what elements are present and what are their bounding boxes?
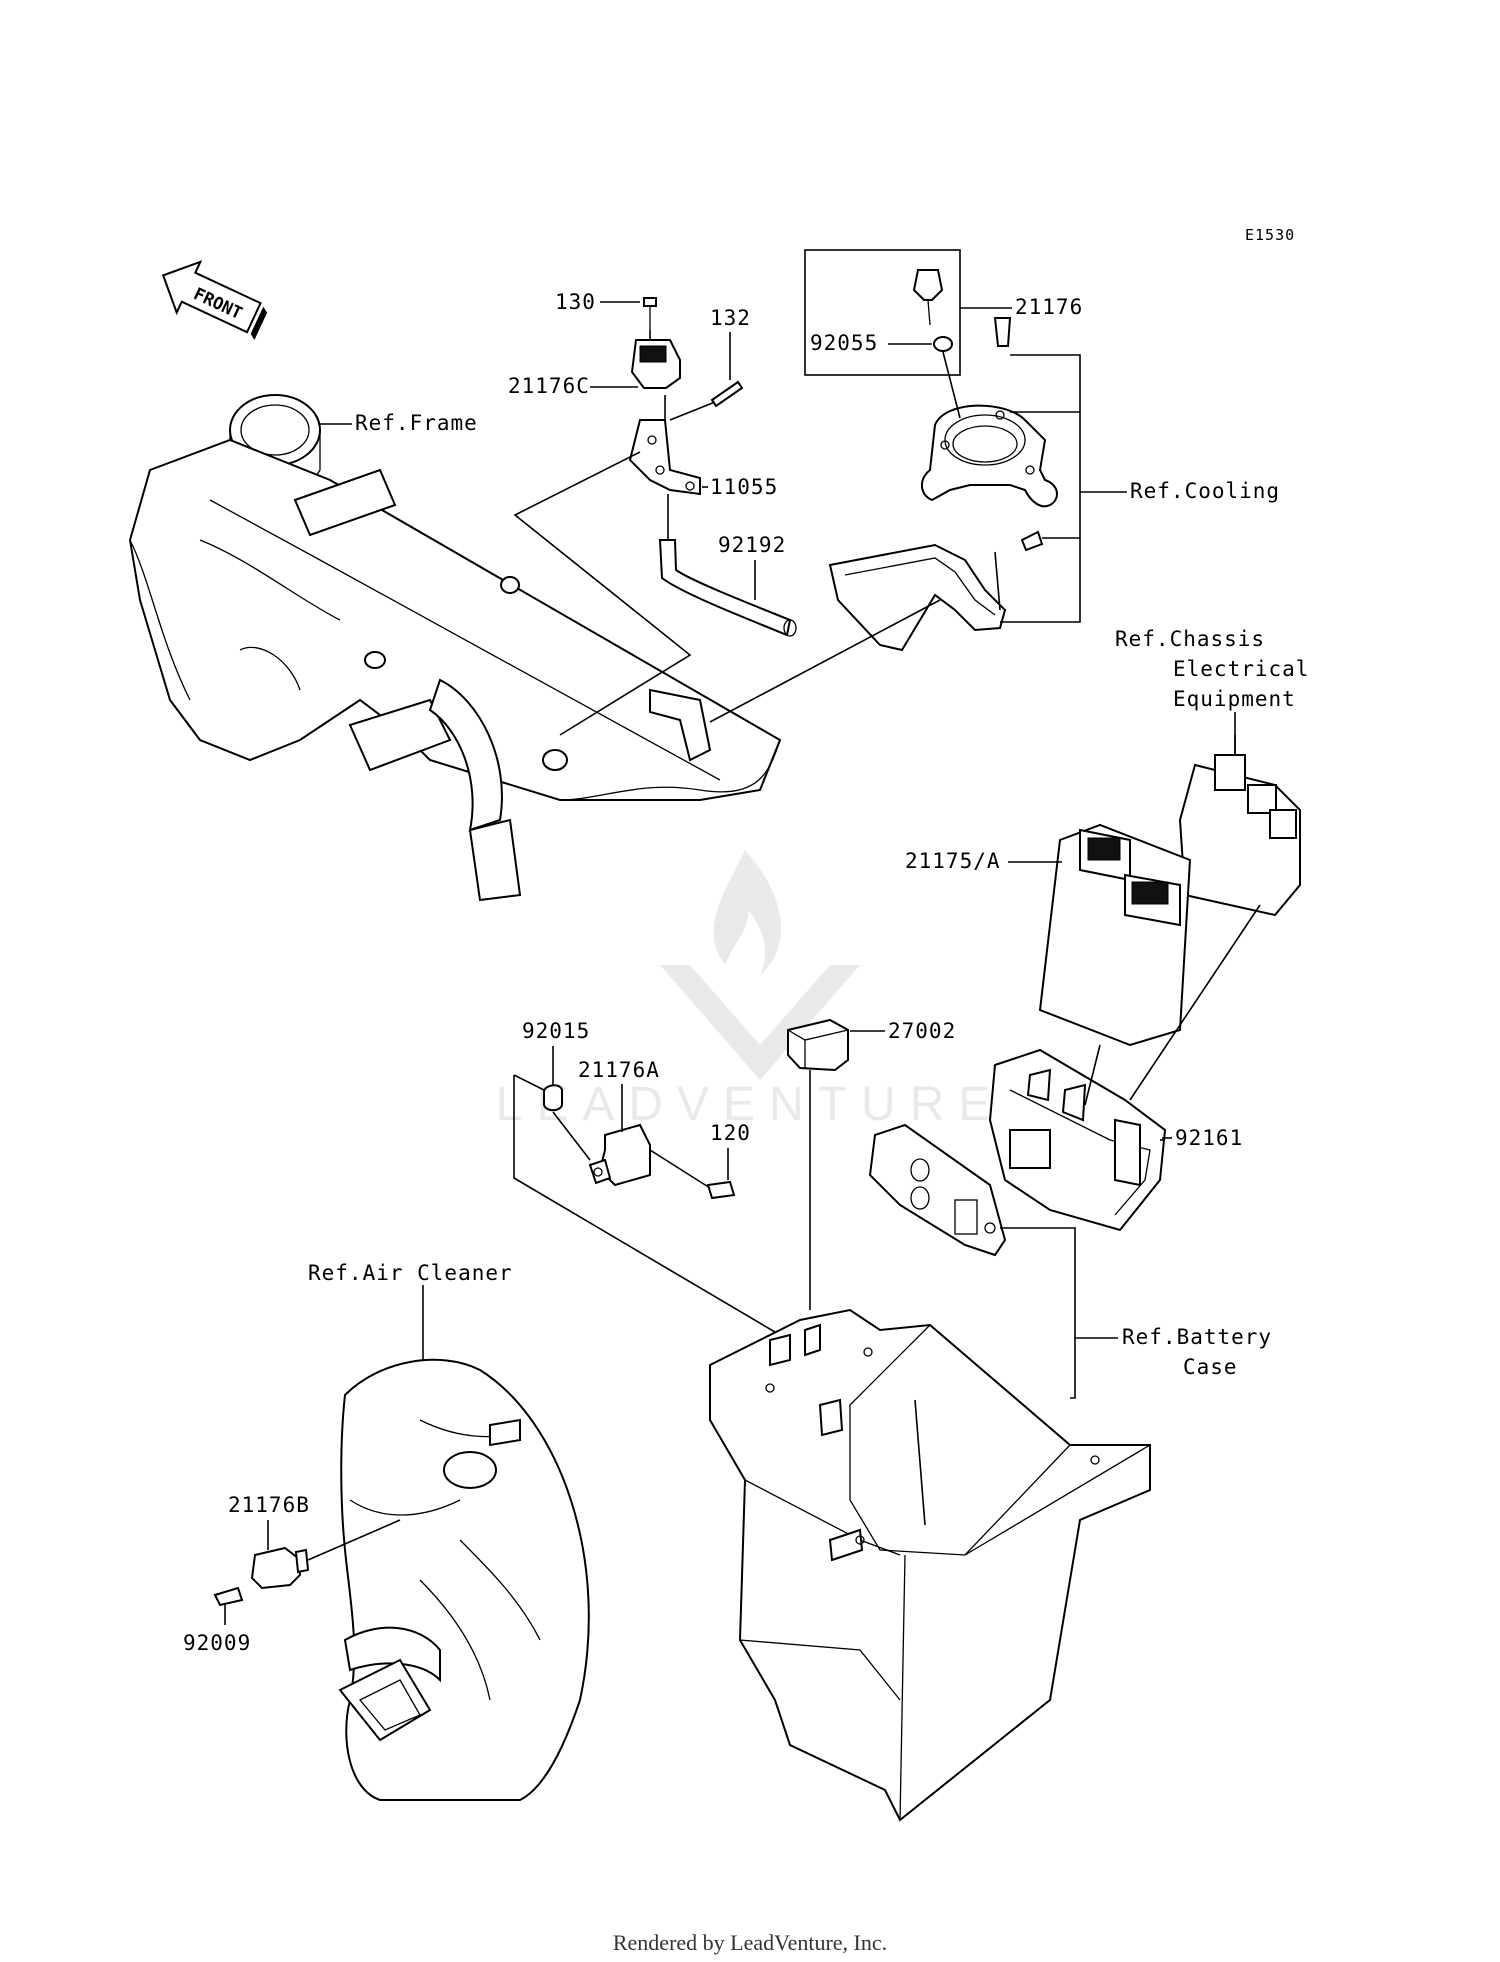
battery-case bbox=[709, 1123, 1151, 1822]
ecu-group bbox=[988, 735, 1301, 1232]
intake-temp-sensor bbox=[213, 1519, 401, 1625]
ref-label-cooling: Ref.Cooling bbox=[1130, 479, 1280, 503]
footer-text: Rendered by LeadVenture, Inc. bbox=[613, 1930, 887, 1955]
part-label-21175a: 21175/A bbox=[905, 849, 1001, 873]
part-label-11055: 11055 bbox=[710, 475, 778, 499]
ref-label-battery-line2: Case bbox=[1183, 1355, 1238, 1379]
part-label-92015: 92015 bbox=[522, 1019, 590, 1043]
ref-label-chassis-line3: Equipment bbox=[1173, 687, 1296, 711]
watermark-logo: LEADVENTURE bbox=[496, 850, 1005, 1131]
part-label-92055: 92055 bbox=[810, 331, 878, 355]
ref-label-chassis-line2: Electrical bbox=[1173, 657, 1309, 681]
cooling-group bbox=[709, 249, 1081, 723]
sensor-bracket-group bbox=[513, 297, 797, 736]
ref-label-air-cleaner: Ref.Air Cleaner bbox=[308, 1261, 513, 1285]
air-cleaner bbox=[338, 1285, 590, 1801]
ref-label-frame: Ref.Frame bbox=[355, 411, 478, 435]
ref-label-battery-line1: Ref.Battery bbox=[1122, 1325, 1272, 1349]
watermark-text: LEADVENTURE bbox=[496, 1078, 1005, 1131]
tip-sensor-group bbox=[513, 1074, 781, 1336]
part-label-21176c: 21176C bbox=[508, 374, 590, 398]
frame-drawing bbox=[128, 394, 782, 902]
relay-part bbox=[787, 1018, 849, 1310]
part-label-21176a: 21176A bbox=[578, 1058, 660, 1082]
part-label-130: 130 bbox=[555, 290, 596, 314]
part-label-27002: 27002 bbox=[888, 1019, 956, 1043]
part-label-132: 132 bbox=[710, 306, 751, 330]
part-label-92161: 92161 bbox=[1175, 1126, 1243, 1150]
diagram-code: E1530 bbox=[1245, 226, 1295, 244]
front-arrow-icon: FRONT bbox=[161, 260, 268, 340]
part-label-92009: 92009 bbox=[183, 1631, 251, 1655]
part-label-120: 120 bbox=[710, 1121, 751, 1145]
part-label-21176b: 21176B bbox=[228, 1493, 310, 1517]
ref-label-chassis-line1: Ref.Chassis bbox=[1115, 627, 1265, 651]
part-label-92192: 92192 bbox=[718, 533, 786, 557]
part-label-21176: 21176 bbox=[1015, 295, 1083, 319]
